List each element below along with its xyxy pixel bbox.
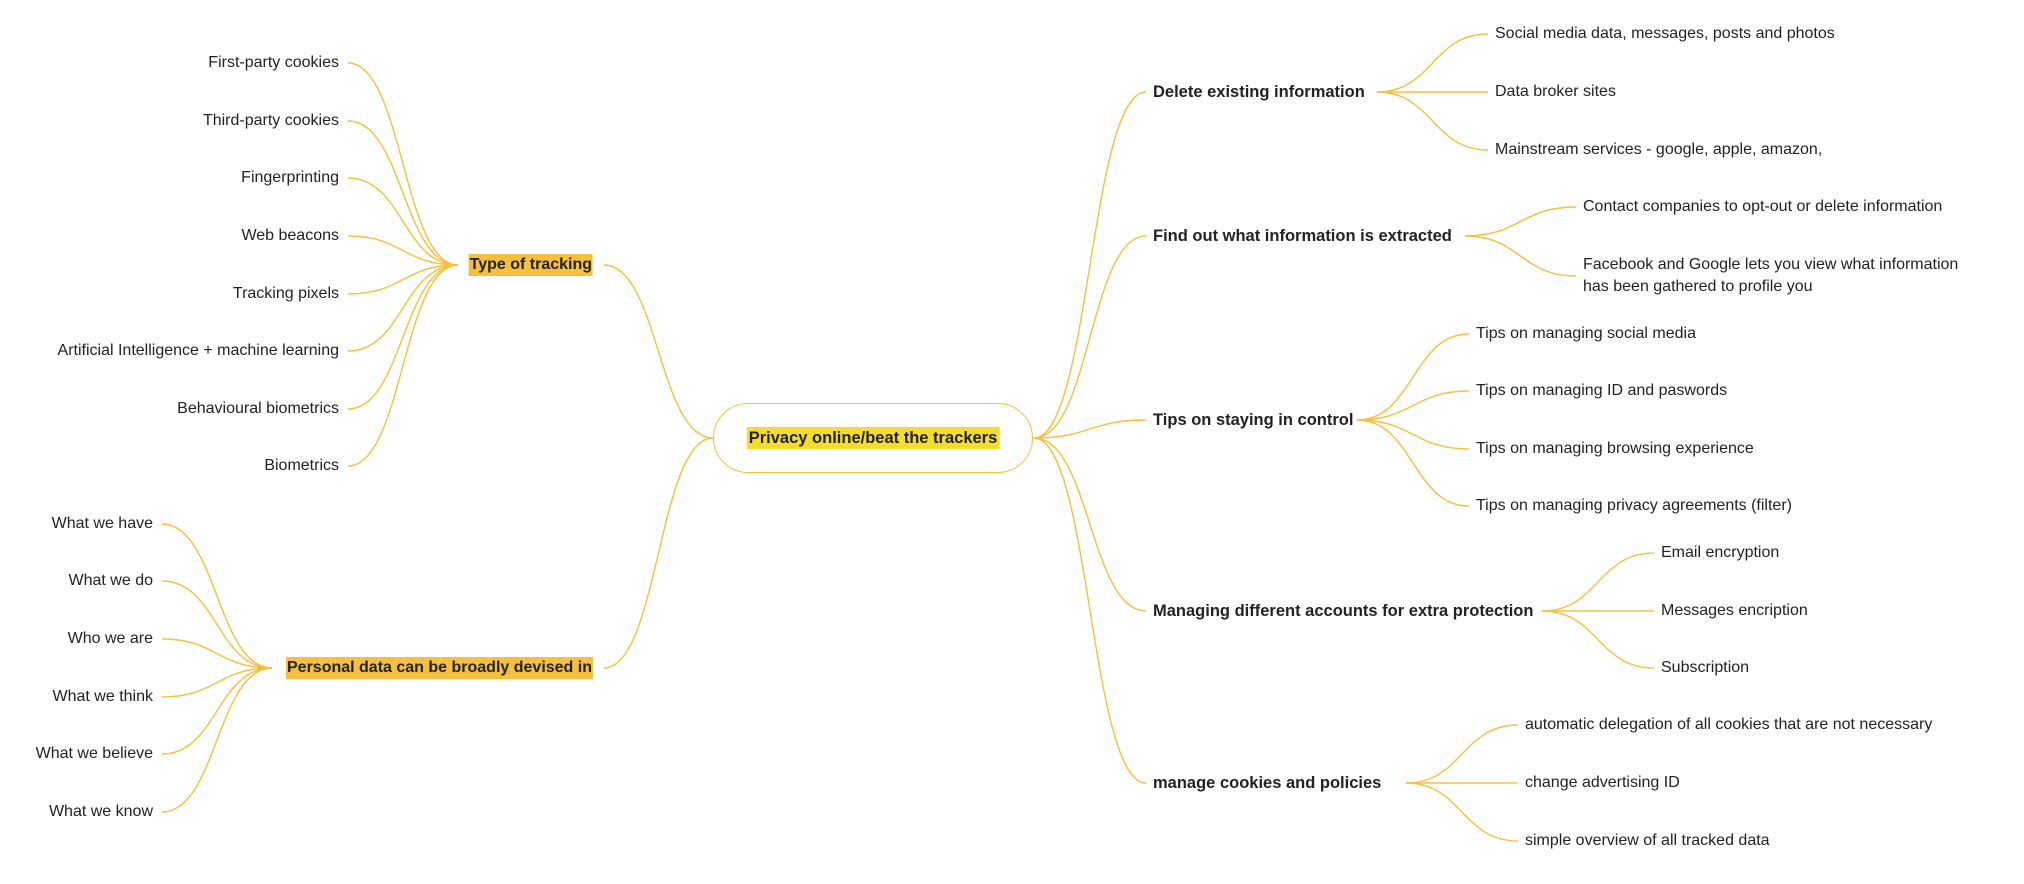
link-tracking-leaf-2 [347,177,459,266]
link-right-4-leaf-2 [1405,782,1519,842]
link-root-right-4 [1033,437,1147,784]
root-node-label[interactable]: Privacy online/beat the trackers [746,427,1000,449]
leaf-who-we-are[interactable]: Who we are [67,630,153,647]
link-root-right-2 [1033,419,1147,439]
link-right-3-leaf-0 [1541,552,1655,612]
link-right-2-leaf-2 [1356,419,1470,450]
leaf-social-media-data[interactable]: Social media data, messages, posts and p… [1495,25,1835,42]
link-tracking-leaf-6 [347,264,459,410]
leaf-fingerprinting[interactable]: Fingerprinting [241,169,339,186]
link-root-right-3 [1033,437,1147,612]
link-right-2-leaf-3 [1356,419,1470,507]
leaf-subscription[interactable]: Subscription [1661,659,1750,676]
link-root-right-1 [1033,235,1147,439]
link-tracking-leaf-5 [347,264,459,352]
leaf-change-advertising-id[interactable]: change advertising ID [1525,774,1680,791]
leaf-messages-encription[interactable]: Messages encription [1661,602,1808,619]
branch-delete-existing-information[interactable]: Delete existing information [1153,83,1365,101]
leaf-biometrics[interactable]: Biometrics [264,457,339,474]
link-personal-leaf-1 [161,580,273,669]
leaf-web-beacons[interactable]: Web beacons [241,227,339,244]
link-right-0-leaf-2 [1376,91,1489,151]
leaf-contact-companies[interactable]: Contact companies to opt-out or delete i… [1583,198,1943,215]
link-personal-leaf-4 [161,667,273,755]
leaf-what-we-think[interactable]: What we think [52,688,153,705]
leaf-email-encryption[interactable]: Email encryption [1661,544,1780,561]
leaf-automatic-delegation[interactable]: automatic delegation of all cookies that… [1525,716,1933,733]
leaf-simple-overview[interactable]: simple overview of all tracked data [1525,832,1770,849]
link-tracking-leaf-1 [347,120,459,266]
leaf-what-we-believe[interactable]: What we believe [35,745,153,762]
link-root-right-0 [1033,91,1147,439]
leaf-data-broker-sites[interactable]: Data broker sites [1495,83,1616,100]
leaf-third-party-cookies[interactable]: Third-party cookies [202,112,339,129]
branch-tips-staying-in-control[interactable]: Tips on staying in control [1153,411,1354,429]
branch-find-out-information[interactable]: Find out what information is extracted [1153,227,1452,245]
root-node-frame[interactable] [713,403,1033,473]
leaf-tracking-pixels[interactable]: Tracking pixels [232,285,339,302]
link-right-2-leaf-0 [1356,333,1470,421]
leaf-what-we-do[interactable]: What we do [68,572,153,589]
link-tracking-leaf-7 [347,264,459,467]
link-right-4-leaf-0 [1405,724,1519,784]
link-tracking-leaf-0 [347,62,459,266]
leaf-tips-id-passwords[interactable]: Tips on managing ID and paswords [1476,382,1728,399]
branch-manage-cookies[interactable]: manage cookies and policies [1153,774,1382,792]
leaf-facebook-google-view[interactable]: Facebook and Google lets you view what i… [1583,256,1959,295]
link-personal-leaf-0 [161,523,273,669]
link-tracking-leaf-3 [347,235,459,266]
leaf-tips-browsing[interactable]: Tips on managing browsing experience [1476,440,1754,457]
branch-personal-data[interactable]: Personal data can be broadly devised in [286,657,593,679]
link-tracking-leaf-4 [347,264,459,295]
link-right-1-leaf-0 [1464,206,1577,237]
link-root-personal-data [603,437,714,669]
link-root-type-of-tracking [603,264,714,439]
link-personal-leaf-5 [161,667,273,813]
leaf-tips-privacy-agreements[interactable]: Tips on managing privacy agreements (fil… [1476,497,1792,514]
link-personal-leaf-2 [161,638,273,669]
link-right-3-leaf-2 [1541,610,1655,669]
leaf-first-party-cookies[interactable]: First-party cookies [208,54,339,71]
link-personal-leaf-3 [161,667,273,698]
leaf-what-we-have[interactable]: What we have [51,515,153,532]
leaf-what-we-know[interactable]: What we know [48,803,153,820]
link-right-0-leaf-0 [1376,33,1489,93]
link-right-1-leaf-1 [1464,235,1577,277]
leaf-mainstream-services[interactable]: Mainstream services - google, apple, ama… [1495,141,1823,158]
leaf-ai-machine-learning[interactable]: Artificial Intelligence + machine learni… [57,342,339,359]
branch-managing-accounts[interactable]: Managing different accounts for extra pr… [1153,602,1534,620]
leaf-tips-social-media[interactable]: Tips on managing social media [1476,325,1696,342]
leaf-behavioural-biometrics[interactable]: Behavioural biometrics [177,400,339,417]
link-right-2-leaf-1 [1356,390,1470,421]
branch-type-of-tracking[interactable]: Type of tracking [468,254,593,276]
